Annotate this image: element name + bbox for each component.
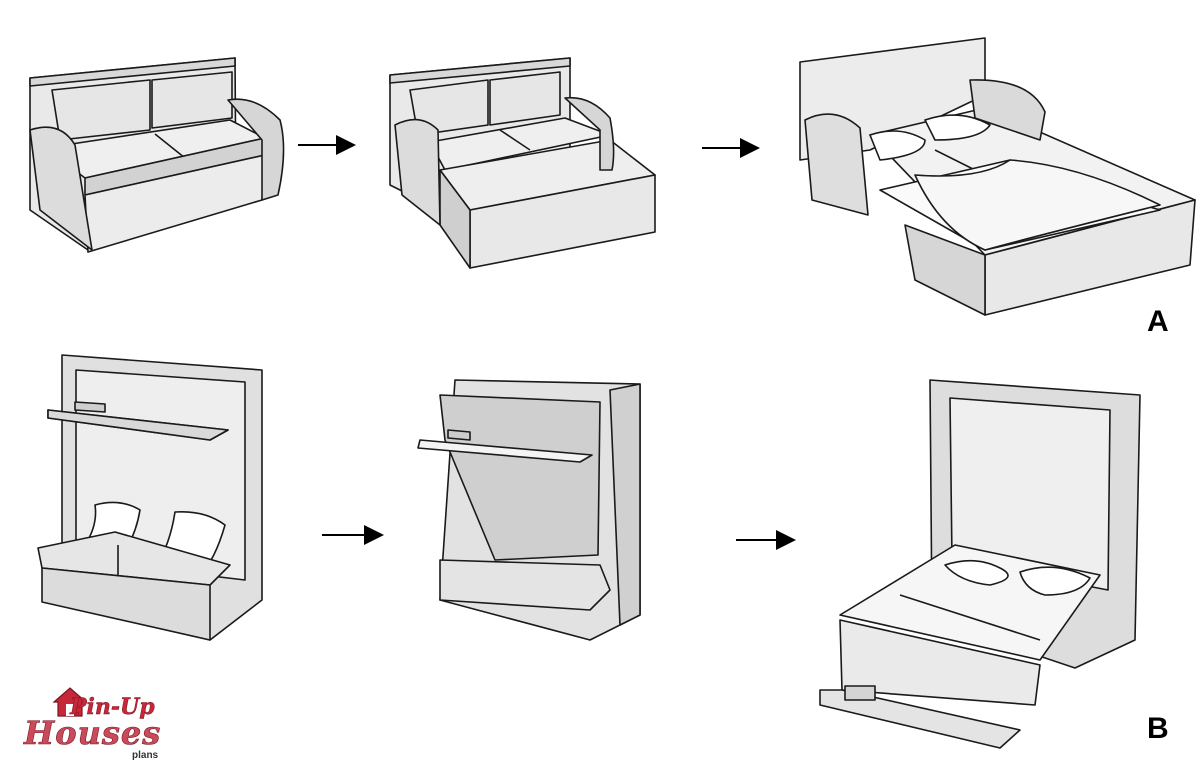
logo-line1: Pin-Up — [70, 694, 155, 721]
logo-line2: Houses — [24, 714, 162, 753]
wall-bed-folding-illustration — [417, 379, 641, 641]
pin-up-houses-logo: Pin-Up Houses plans — [14, 680, 184, 770]
row-label-b: B — [1147, 712, 1169, 745]
logo-line3: plans — [132, 750, 159, 761]
sofa-bed-open-illustration — [799, 37, 1196, 316]
sofa-closed-illustration — [29, 57, 285, 253]
row-label-a: A — [1147, 305, 1169, 338]
sofa-pulling-out-illustration — [389, 57, 656, 269]
wall-bed-open-illustration — [819, 379, 1141, 749]
wall-bed-sofa-illustration — [37, 354, 263, 641]
house-icon — [52, 687, 88, 717]
